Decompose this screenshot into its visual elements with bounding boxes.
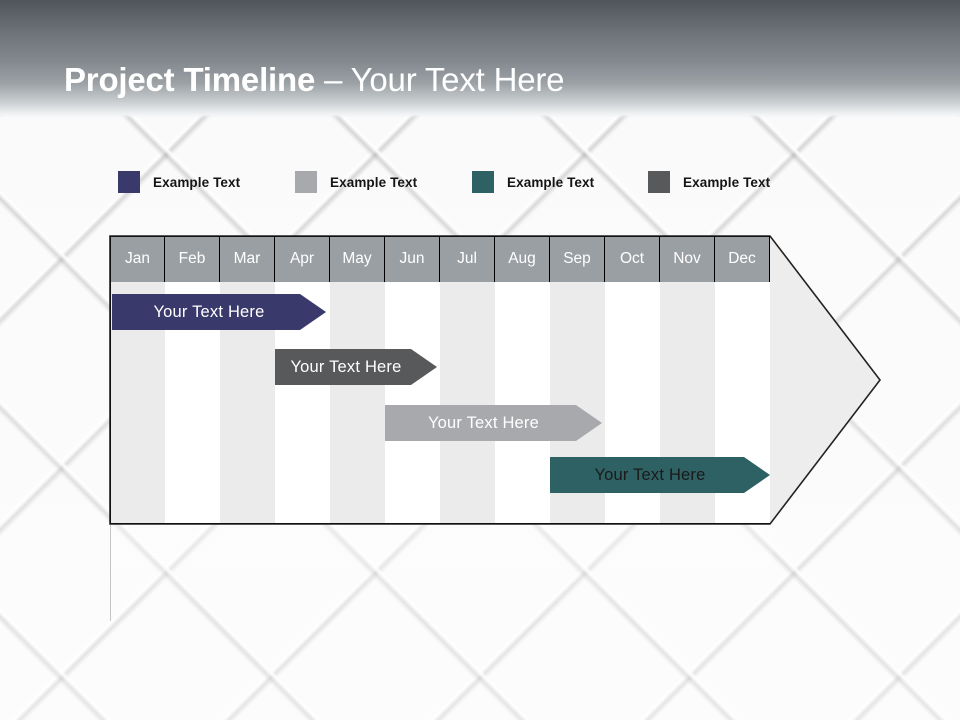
month-header-feb[interactable]: Feb	[165, 236, 220, 282]
header-banner	[0, 0, 960, 118]
legend-label-3: Example Text	[507, 174, 595, 190]
legend-label-4: Example Text	[683, 174, 771, 190]
page-title-separator: –	[315, 61, 351, 98]
legend-item-4: Example Text	[648, 170, 770, 194]
legend-swatch-icon-3	[472, 171, 494, 193]
legend-label-1: Example Text	[153, 174, 241, 190]
legend: Example Text Example Text Example Text Exam…	[110, 170, 890, 194]
month-header-jan[interactable]: Jan	[110, 236, 165, 282]
task-bar-1[interactable]: Your Text Here	[112, 294, 326, 330]
month-column-mar: Mar	[220, 236, 275, 524]
legend-swatch-icon-4	[648, 171, 670, 193]
legend-label-2: Example Text	[330, 174, 418, 190]
month-header-nov[interactable]: Nov	[660, 236, 715, 282]
month-header-jul[interactable]: Jul	[440, 236, 495, 282]
task-bar-label-4: Your Text Here	[594, 465, 706, 484]
month-column-jan: Jan	[110, 236, 165, 524]
month-column-jul: Jul	[440, 236, 495, 524]
month-header-may[interactable]: May	[330, 236, 385, 282]
month-header-oct[interactable]: Oct	[605, 236, 660, 282]
page-title-light: Your Text Here	[350, 61, 565, 98]
legend-swatch-icon-2	[295, 171, 317, 193]
month-column-feb: Feb	[165, 236, 220, 524]
page-title: Project Timeline – Your Text Here	[64, 58, 564, 102]
legend-item-1: Example Text	[118, 170, 240, 194]
task-bar-2[interactable]: Your Text Here	[275, 349, 437, 385]
month-header-sep[interactable]: Sep	[550, 236, 605, 282]
month-header-mar[interactable]: Mar	[220, 236, 275, 282]
task-bar-label-3: Your Text Here	[427, 413, 540, 432]
legend-item-2: Example Text	[295, 170, 417, 194]
month-header-aug[interactable]: Aug	[495, 236, 550, 282]
legend-swatch-icon-1	[118, 171, 140, 193]
month-header-jun[interactable]: Jun	[385, 236, 440, 282]
month-header-apr[interactable]: Apr	[275, 236, 330, 282]
task-bar-label-1: Your Text Here	[153, 302, 265, 321]
task-bar-4[interactable]: Your Text Here	[550, 457, 770, 493]
task-bar-label-2: Your Text Here	[290, 357, 402, 376]
month-column-aug: Aug	[495, 236, 550, 524]
page-title-bold: Project Timeline	[64, 61, 316, 98]
legend-item-3: Example Text	[472, 170, 594, 194]
month-header-dec[interactable]: Dec	[715, 236, 770, 282]
task-bar-3[interactable]: Your Text Here	[385, 405, 602, 441]
